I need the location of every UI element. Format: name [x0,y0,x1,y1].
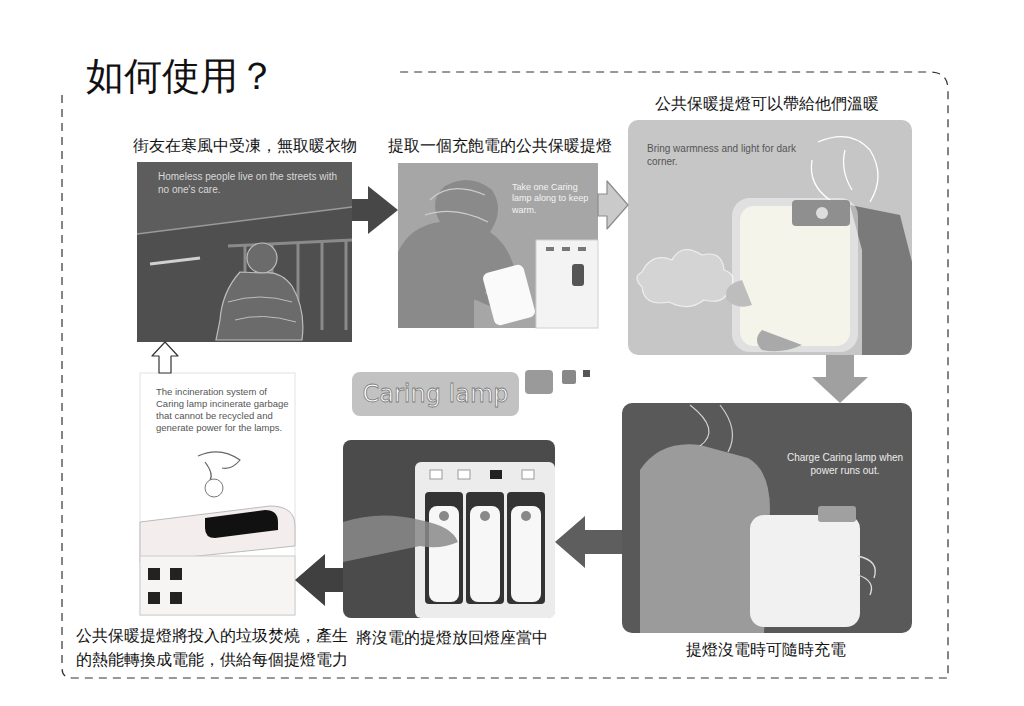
dock-scene [507,492,545,604]
warm-lamp-scene [637,250,733,307]
step-description: Take one Caring lamp along to keep warm. [512,182,596,216]
charge-scene [622,403,912,633]
dock-scene [470,506,500,602]
warm-lamp-scene [757,330,802,351]
warm-lamp-scene [726,280,752,307]
charge-scene [622,403,912,633]
step-panel: 公共保暖提燈可以帶給他們溫暖Bring warmness and light f… [628,120,912,355]
step-caption: 提燈沒電時可隨時充電 [686,638,886,662]
take-lamp-scene [425,189,488,222]
step-caption: 將沒電的提燈放回燈座當中 [356,626,566,650]
street-scene [137,207,352,234]
incinerator-scene [140,506,295,562]
warm-lamp-scene [628,120,912,355]
step-caption: 公共保暖提燈將投入的垃圾焚燒，產生的熱能轉換成電能，供給每個提燈電力 [76,624,352,672]
flow-arrow [598,181,628,229]
warm-lamp-scene [740,206,850,346]
take-lamp-scene [546,247,554,251]
incinerator-scene [140,373,295,615]
street-scene [321,242,324,330]
take-lamp-scene [398,163,598,328]
logo-box: Caring lamp [352,372,519,416]
diagram-title: 如何使用？ [86,54,276,100]
flow-arrow [812,355,868,403]
dock-scene [343,440,555,618]
dock-scene [425,492,463,604]
flow-arrow [295,554,343,606]
step-description: Bring warmness and light for dark corner… [647,143,809,168]
dock-scene [343,515,458,562]
incinerator-scene [148,592,160,604]
dock-scene [511,506,541,602]
logo-squares [562,370,576,384]
incinerator-scene [205,510,278,538]
incinerator-scene [140,373,295,615]
dashed-frame [62,72,948,678]
charge-scene [858,556,875,595]
dock-scene [458,470,470,479]
charge-scene [750,515,860,627]
take-lamp-scene [482,263,537,326]
charge-scene [690,405,733,452]
street-scene [137,162,352,234]
incinerator-scene [148,568,160,580]
dashed-frame [62,72,948,678]
incinerator-scene [198,452,240,480]
step-panel: 提取一個充飽電的公共保暖提燈Take one Caring lamp along… [398,163,598,328]
logo-squares [525,370,553,394]
dock-scene [490,470,502,479]
logo-squares [583,370,590,377]
street-scene [247,243,277,273]
warm-lamp-scene [850,205,912,355]
step-description: Homeless people live on the streets with… [158,171,346,196]
incinerator-scene [170,592,182,604]
take-lamp-scene [536,240,598,328]
take-lamp-scene [578,247,586,251]
step-panel: 公共保暖提燈將投入的垃圾焚燒，產生的熱能轉換成電能，供給每個提燈電力The in… [140,373,295,615]
street-scene [228,240,352,246]
step-caption: 提取一個充飽電的公共保暖提燈 [388,134,638,158]
street-scene [345,241,348,330]
logo-squares [525,370,590,394]
step-panel: 街友在寒風中受凍，無取暖衣物Homeless people live on th… [137,162,352,342]
dock-scene [480,511,490,521]
step-caption: 街友在寒風中受凍，無取暖衣物 [133,134,373,158]
street-scene [137,162,352,342]
incinerator-scene [140,556,295,615]
step-panel: 提燈沒電時可隨時充電Charge Caring lamp when power … [622,403,912,633]
dock-scene [466,492,504,604]
logo-text: Caring lamp [362,380,508,409]
step-caption: 公共保暖提燈可以帶給他們溫暖 [655,92,905,116]
street-scene [150,258,200,264]
street-scene [216,272,303,340]
step-description: Charge Caring lamp when power runs out. [784,452,906,477]
incinerator-scene [205,479,223,497]
flow-arrow [555,516,622,568]
warm-lamp-scene [628,120,912,355]
warm-lamp-scene [816,207,828,219]
step-panel: 將沒電的提燈放回燈座當中 [343,440,555,618]
take-lamp-scene [398,163,598,328]
flow-arrow [152,342,178,373]
warm-lamp-scene [732,198,858,352]
dock-scene [343,440,555,618]
dock-scene [439,511,449,521]
warm-lamp-scene [792,200,850,226]
dock-scene [429,506,459,602]
take-lamp-scene [562,247,570,251]
street-scene [228,297,296,322]
dock-scene [522,470,534,479]
flow-arrow [352,186,398,234]
street-scene [137,162,352,342]
take-lamp-scene [572,264,584,286]
dock-scene [430,470,442,479]
step-description: The incineration system of Caring lamp i… [156,386,290,434]
incinerator-scene [170,568,182,580]
charge-scene [818,506,856,522]
warm-lamp-scene [811,137,878,202]
dock-scene [521,511,531,521]
